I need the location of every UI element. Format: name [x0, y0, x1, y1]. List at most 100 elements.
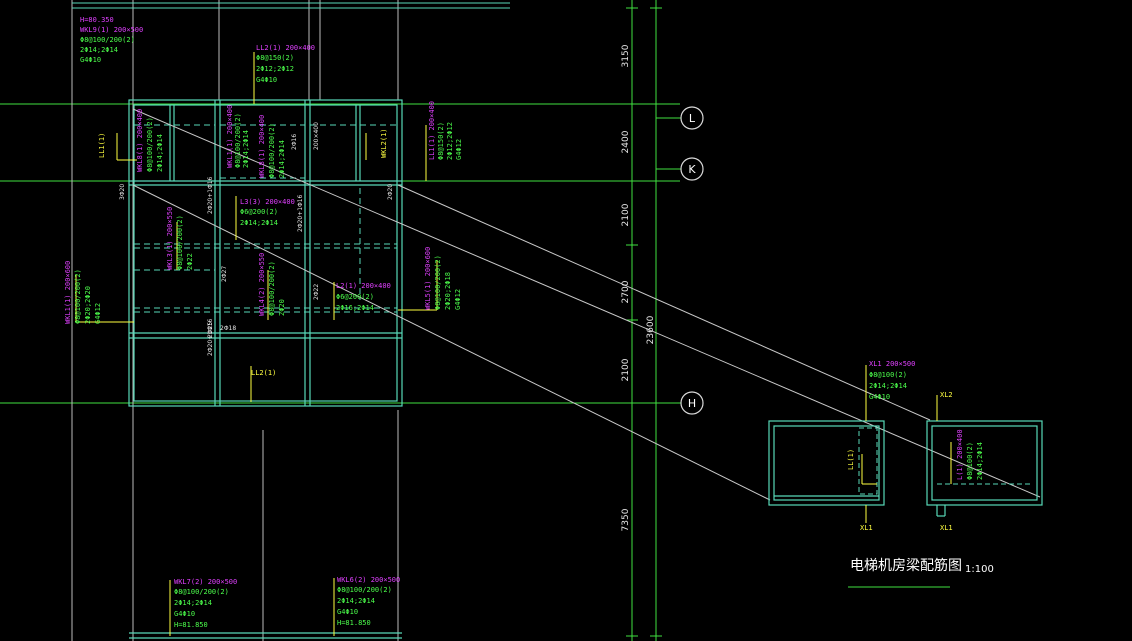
svg-text:3Φ20: 3Φ20 — [119, 184, 126, 200]
svg-text:2Φ12;2Φ12: 2Φ12;2Φ12 — [256, 65, 294, 73]
outer-beam-outline — [128, 99, 403, 407]
annotation-wkl1-left: WKL1(1) 200×600 Φ8@100/200(2) 2Φ20;2Φ20 … — [64, 261, 102, 324]
svg-text:L3(3) 200×400: L3(3) 200×400 — [240, 198, 295, 206]
axis-label-L: L — [689, 112, 696, 125]
annotation-xl1-inner: LL(1) — [847, 449, 855, 470]
svg-text:WKL4(2) 200×550: WKL4(2) 200×550 — [258, 253, 266, 316]
section-xl2 — [926, 420, 1043, 517]
svg-text:Φ8@100/200(2): Φ8@100/200(2) — [268, 123, 276, 178]
svg-text:200×400: 200×400 — [313, 122, 320, 150]
svg-text:2Φ20: 2Φ20 — [278, 299, 286, 316]
annotation-l2: L2(1) 200×400 Φ6@200(2) 2Φ16;2Φ14 — [336, 282, 391, 312]
svg-text:H=81.850: H=81.850 — [174, 621, 208, 629]
svg-text:2Φ22: 2Φ22 — [313, 284, 320, 300]
svg-text:Φ8@100(2): Φ8@100(2) — [869, 371, 907, 379]
svg-text:Φ8@100/200(2): Φ8@100/200(2) — [146, 117, 154, 172]
svg-text:2Φ14;2Φ14: 2Φ14;2Φ14 — [80, 46, 118, 54]
axis-bubble-H: H — [680, 391, 704, 415]
svg-text:Φ6@200(2): Φ6@200(2) — [336, 293, 374, 301]
annotation-ll2-bottom: LL2(1) — [251, 369, 276, 377]
svg-text:Φ8@100(2): Φ8@100(2) — [966, 442, 974, 480]
annotation-wkl8b: WKL8(1) 200×400 Φ8@100/200(2) 2Φ14;2Φ14 — [258, 115, 286, 178]
section-lines — [132, 108, 1041, 501]
leader-lines — [75, 52, 952, 636]
svg-text:Φ8@150(2): Φ8@150(2) — [437, 122, 445, 160]
svg-text:XL1 200×500: XL1 200×500 — [869, 360, 915, 368]
svg-text:2Φ14;2Φ14: 2Φ14;2Φ14 — [174, 599, 212, 607]
svg-text:2Φ20;2Φ18: 2Φ20;2Φ18 — [444, 272, 452, 310]
svg-text:WKL8(1) 200×400: WKL8(1) 200×400 — [258, 115, 266, 178]
svg-text:Φ8@100/200(2): Φ8@100/200(2) — [74, 269, 82, 324]
svg-text:Φ8@100/200(2): Φ8@100/200(2) — [176, 215, 184, 270]
svg-text:G4Φ10: G4Φ10 — [869, 393, 890, 401]
annotation-wkl2-right: WKL2(1) — [380, 128, 388, 158]
svg-text:L(1) 200×400: L(1) 200×400 — [956, 429, 964, 480]
svg-text:Φ8@100/200(2): Φ8@100/200(2) — [234, 113, 242, 168]
svg-text:Φ8@100/200(2): Φ8@100/200(2) — [174, 588, 229, 596]
svg-text:G4Φ10: G4Φ10 — [174, 610, 195, 618]
svg-text:2Φ22: 2Φ22 — [186, 253, 194, 270]
section-line-3 — [397, 184, 931, 421]
svg-text:2Φ14;2Φ14: 2Φ14;2Φ14 — [869, 382, 907, 390]
annotation-ll1-left: LL1(1) — [98, 133, 106, 158]
annotation-wkl3: WKL3(1) 200×550 Φ8@100/200(2) 2Φ22 — [166, 207, 194, 270]
dashed-beams — [134, 124, 397, 313]
dimension-2400: 2400 — [621, 130, 631, 153]
dimension-texts: 3150 2400 2100 2700 2100 7350 23600 — [621, 44, 656, 531]
svg-text:WKL9(1) 200×500: WKL9(1) 200×500 — [80, 26, 143, 34]
small-rebar-tags: 3Φ20 2Φ20+1Φ16 2Φ20+1Φ16 2Φ20 2Φ27 2Φ22 … — [119, 122, 394, 356]
svg-text:Φ8@100/200(2): Φ8@100/200(2) — [434, 255, 442, 310]
top-beam-strip — [72, 2, 510, 9]
drawing-title: 电梯机房梁配筋图 1:100 — [848, 557, 994, 588]
section-line-1 — [132, 108, 1041, 498]
svg-text:WKL1(1) 200×400: WKL1(1) 200×400 — [226, 105, 234, 168]
svg-text:LL1(1) 200×400: LL1(1) 200×400 — [428, 101, 436, 160]
column-lines — [71, 0, 399, 641]
svg-text:G4Φ10: G4Φ10 — [80, 56, 101, 64]
svg-text:G4Φ10: G4Φ10 — [256, 76, 277, 84]
svg-text:G4Φ10: G4Φ10 — [337, 608, 358, 616]
svg-text:WKL1(1) 200×600: WKL1(1) 200×600 — [64, 261, 72, 324]
svg-text:2Φ16;2Φ14: 2Φ16;2Φ14 — [336, 304, 374, 312]
svg-text:2Φ20;2Φ20: 2Φ20;2Φ20 — [84, 286, 92, 324]
title-text: 电梯机房梁配筋图 — [850, 557, 962, 574]
dimension-2700: 2700 — [621, 280, 631, 303]
svg-text:2Φ20+1Φ16: 2Φ20+1Φ16 — [207, 318, 214, 356]
annotation-wkl8-col: WKL8(1) 200×400 Φ8@100/200(2) 2Φ14;2Φ14 — [136, 109, 164, 172]
svg-text:LL2(1) 200×400: LL2(1) 200×400 — [256, 44, 315, 52]
svg-text:2Φ18: 2Φ18 — [220, 325, 236, 332]
annotation-xl2-tag: XL2 — [940, 391, 953, 399]
svg-text:WKL7(2) 200×500: WKL7(2) 200×500 — [174, 578, 237, 586]
svg-text:H=80.350: H=80.350 — [80, 16, 114, 24]
axis-bubble-K: K — [680, 157, 704, 181]
svg-text:Φ6@200(2): Φ6@200(2) — [240, 208, 278, 216]
svg-text:Φ8@100/200(2): Φ8@100/200(2) — [80, 36, 135, 44]
svg-text:G4Φ12: G4Φ12 — [455, 139, 463, 160]
axis-label-H: H — [688, 397, 696, 410]
svg-text:L2(1) 200×400: L2(1) 200×400 — [336, 282, 391, 290]
annotation-wkl5: WKL5(1) 200×600 Φ8@100/200(2) 2Φ20;2Φ18 … — [424, 247, 462, 310]
annotation-l3: L3(3) 200×400 Φ6@200(2) 2Φ14;2Φ14 — [240, 198, 295, 227]
annotation-wkl6: WKL6(2) 200×500 Φ8@100/200(2) 2Φ14;2Φ14 … — [337, 576, 400, 627]
svg-text:WKL5(1) 200×600: WKL5(1) 200×600 — [424, 247, 432, 310]
grid-lines — [0, 0, 680, 641]
title-scale: 1:100 — [965, 564, 994, 575]
annotation-top-mid: LL2(1) 200×400 Φ8@150(2) 2Φ12;2Φ12 G4Φ10 — [256, 44, 315, 84]
svg-text:2Φ14;2Φ14: 2Φ14;2Φ14 — [242, 130, 250, 168]
svg-text:2Φ27: 2Φ27 — [221, 266, 228, 282]
svg-text:H=81.850: H=81.850 — [337, 619, 371, 627]
annotation-wkl7: WKL7(2) 200×500 Φ8@100/200(2) 2Φ14;2Φ14 … — [174, 578, 237, 629]
svg-text:2Φ14;2Φ14: 2Φ14;2Φ14 — [156, 134, 164, 172]
svg-text:2Φ14;2Φ14: 2Φ14;2Φ14 — [278, 140, 286, 178]
annotation-xl1-bottom: XL1 — [940, 524, 953, 532]
dimension-2100b: 2100 — [621, 358, 631, 381]
svg-text:2Φ20+1Φ16: 2Φ20+1Φ16 — [207, 176, 214, 214]
svg-text:2Φ20+1Φ16: 2Φ20+1Φ16 — [297, 194, 304, 232]
annotation-xl2-inner: L(1) 200×400 Φ8@100(2) 2Φ14;2Φ14 — [956, 429, 984, 480]
annotation-ll1-right: LL1(1) 200×400 Φ8@150(2) 2Φ12;2Φ12 G4Φ12 — [428, 101, 463, 160]
svg-text:G4Φ12: G4Φ12 — [94, 303, 102, 324]
dimension-2100: 2100 — [621, 203, 631, 226]
svg-text:2Φ14;2Φ14: 2Φ14;2Φ14 — [337, 597, 375, 605]
svg-text:2Φ20: 2Φ20 — [387, 184, 394, 200]
